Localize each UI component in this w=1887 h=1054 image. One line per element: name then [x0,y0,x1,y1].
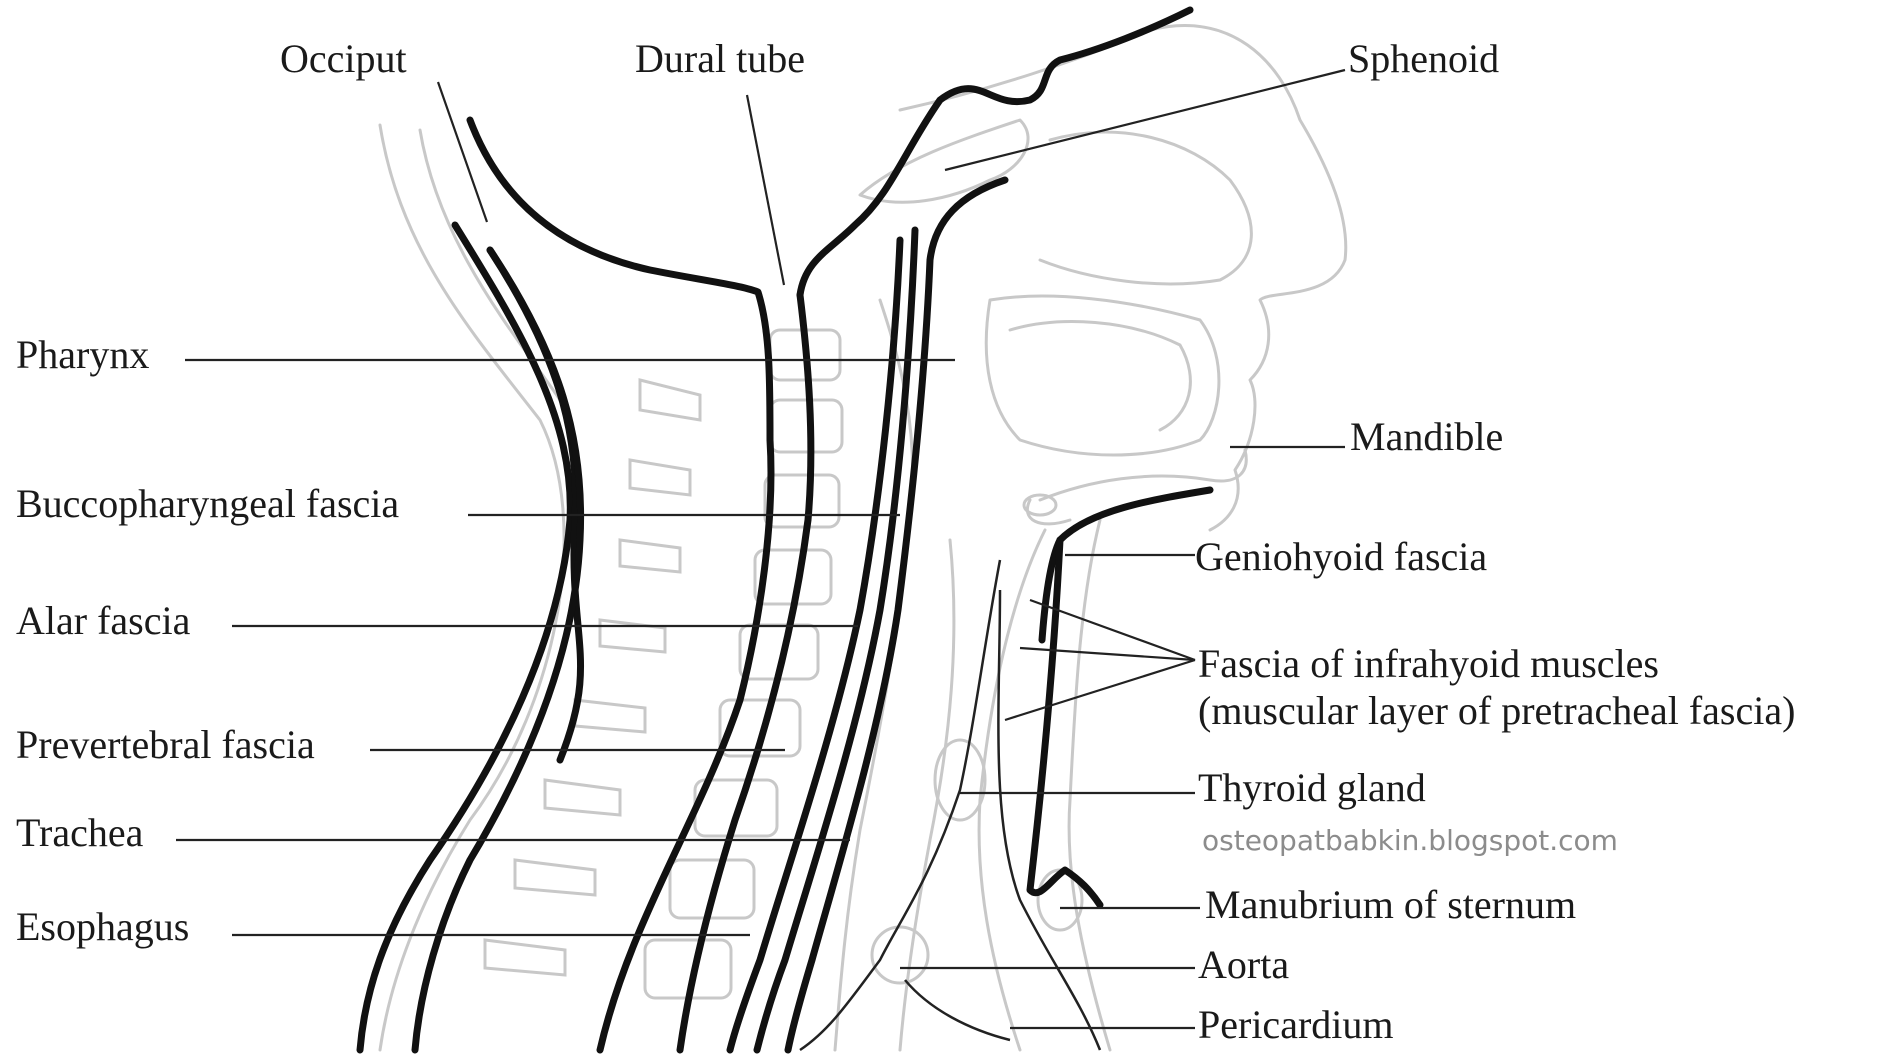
watermark-text: osteopatbabkin.blogspot.com [1202,824,1618,857]
label-infrahyoid-line1: Fascia of infrahyoid muscles [1198,641,1659,686]
anterior-neck-outline [979,530,1045,1050]
label-buccopharyngeal-fascia: Buccopharyngeal fascia [16,481,399,526]
label-esophagus: Esophagus [16,904,189,949]
infrahyoid-fascia-line [1030,540,1100,905]
leader-dural-tube [747,95,784,285]
label-mandible: Mandible [1350,414,1503,459]
leader-lines [176,70,1345,1028]
pericardium-line-3 [905,980,1010,1040]
occiput-dura-line [470,120,771,1050]
label-manubrium: Manubrium of sternum [1205,882,1576,927]
leader-occiput [438,82,487,222]
posterior-neck-outline [380,125,564,1050]
oral-cavity [986,296,1219,455]
label-prevertebral-fascia: Prevertebral fascia [16,722,315,767]
dural-tube-anterior [800,10,1190,295]
vertebra-c4 [765,475,839,527]
label-dural-tube: Dural tube [635,36,805,81]
label-trachea: Trachea [16,810,144,855]
leader-sphenoid [945,70,1345,170]
label-geniohyoid-fascia: Geniohyoid fascia [1195,534,1487,579]
label-sphenoid: Sphenoid [1348,36,1499,81]
label-alar-fascia: Alar fascia [16,598,191,643]
label-thyroid-gland: Thyroid gland [1198,765,1426,810]
anterior-skin-outline [1069,520,1110,1050]
posterior-fascia-deep [415,250,581,1050]
tongue [1010,322,1190,430]
leader-infrahyoid-c [1005,660,1195,720]
vertebra-c3 [770,400,842,452]
nasal-cavity [1040,132,1251,284]
mandible-outline [1027,450,1246,524]
label-pharynx: Pharynx [16,332,149,377]
label-occiput: Occiput [280,36,407,81]
label-pericardium: Pericardium [1198,1002,1394,1047]
label-aorta: Aorta [1198,942,1289,987]
thyroid-gland-shape [935,740,985,820]
label-infrahyoid-line2: (muscular layer of pretracheal fascia) [1198,688,1795,733]
posterior-fascia-outer [360,225,570,1050]
spinous-processes [485,380,700,975]
tracheal-wall [900,540,954,1050]
aorta-shape [872,927,928,983]
geniohyoid-fascia-line [1042,490,1210,640]
